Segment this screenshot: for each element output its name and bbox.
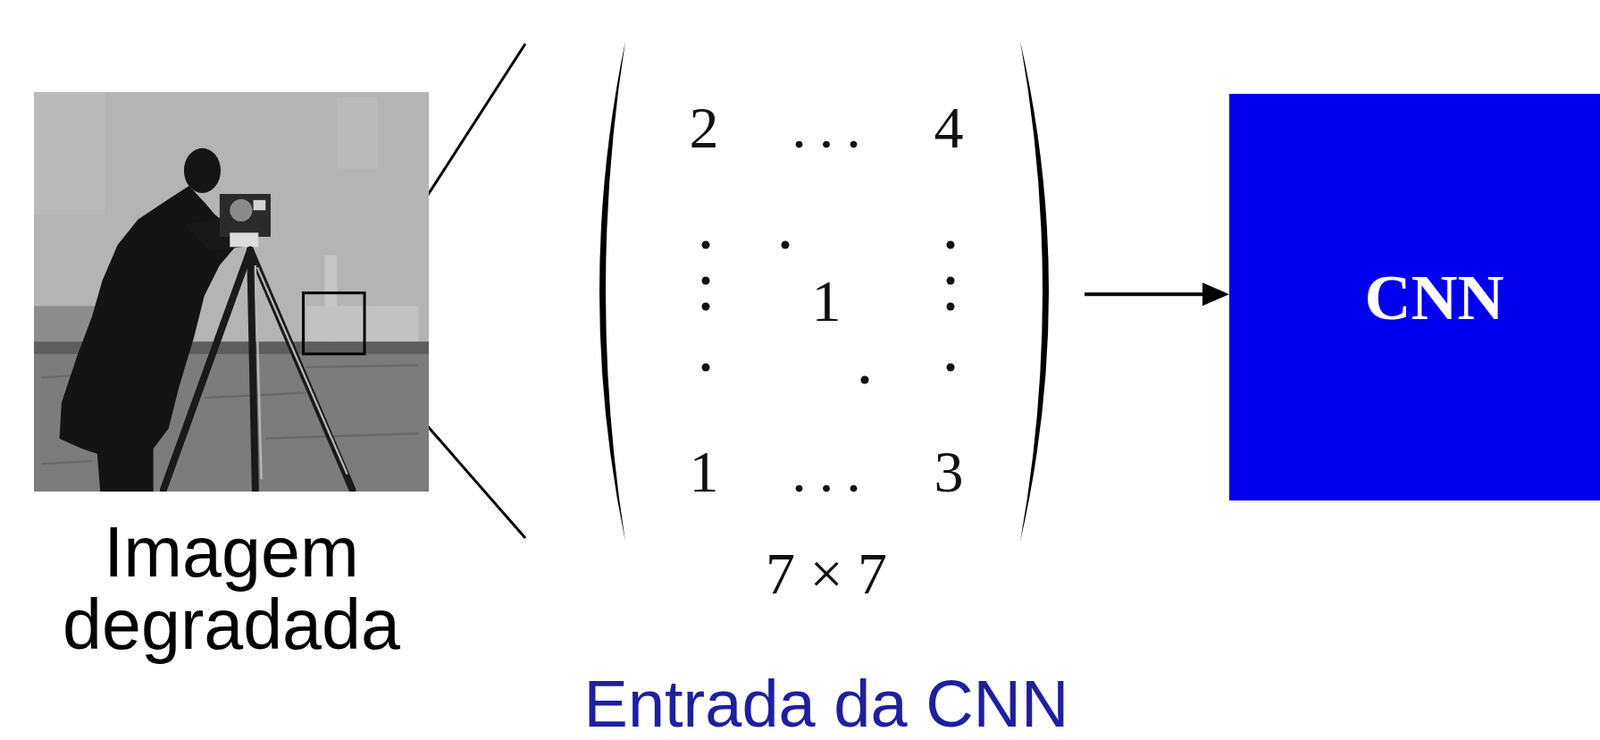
matrix-dots — [702, 241, 955, 385]
image-caption: Imagem degradada — [33, 516, 429, 661]
matrix-dot — [861, 376, 870, 385]
photo-sky-patch — [336, 97, 378, 169]
tripod-highlight — [255, 265, 262, 479]
caption-label: Entrada da CNN — [584, 670, 1070, 738]
matrix-dot — [946, 241, 955, 250]
grass-stroke — [41, 460, 93, 464]
zoom-square — [303, 293, 366, 354]
tripod-leg — [250, 250, 256, 490]
arrow-head — [1202, 282, 1230, 306]
matrix-dot — [946, 302, 955, 311]
image-node: Imagem degradada — [33, 92, 429, 661]
matrix-dot — [702, 363, 711, 372]
photo-head — [184, 148, 221, 193]
matrix-parenthesis — [1020, 41, 1049, 542]
matrix-dot — [946, 276, 955, 285]
matrix-entry: 2 — [689, 98, 720, 158]
matrix-dot — [702, 241, 711, 250]
image-spacer — [33, 92, 429, 492]
matrix-size: 7 × 7 — [765, 544, 888, 604]
matrix-node: 2...411...37 × 7 — [596, 41, 1049, 542]
matrix-dot — [702, 276, 711, 285]
matrix-entry: 1 — [812, 271, 842, 331]
matrix-entry: 1 — [689, 442, 720, 502]
matrix-dot — [781, 241, 790, 250]
matrix-entry: ... — [779, 98, 874, 158]
photo-tripod-highlight — [255, 265, 348, 479]
photo-tripod — [163, 250, 352, 490]
photo-camera-highlight — [229, 232, 259, 247]
flow-arrow — [1084, 282, 1230, 306]
matrix-entry: 3 — [934, 442, 964, 502]
matrix-dot — [946, 363, 955, 372]
photo-building — [306, 305, 419, 342]
matrix-entry: ... — [779, 442, 874, 502]
tripod-leg — [163, 250, 251, 490]
tripod-leg — [250, 250, 352, 490]
matrix-entry: 4 — [934, 98, 964, 158]
photo-camera-highlight — [253, 200, 267, 210]
photo-lens — [229, 199, 252, 222]
matrix-parenthesis — [599, 41, 626, 542]
grass-stroke — [306, 365, 419, 368]
process-box: CNN — [1229, 93, 1600, 501]
arrow-shaft — [1084, 292, 1203, 296]
grass-stroke — [265, 433, 419, 439]
photo-background — [33, 92, 429, 492]
matrix-dot — [702, 302, 711, 311]
box-label: CNN — [1365, 265, 1505, 330]
photo-sky-patch — [33, 92, 106, 215]
degraded-photo — [33, 92, 429, 492]
photo-camera — [219, 193, 271, 237]
